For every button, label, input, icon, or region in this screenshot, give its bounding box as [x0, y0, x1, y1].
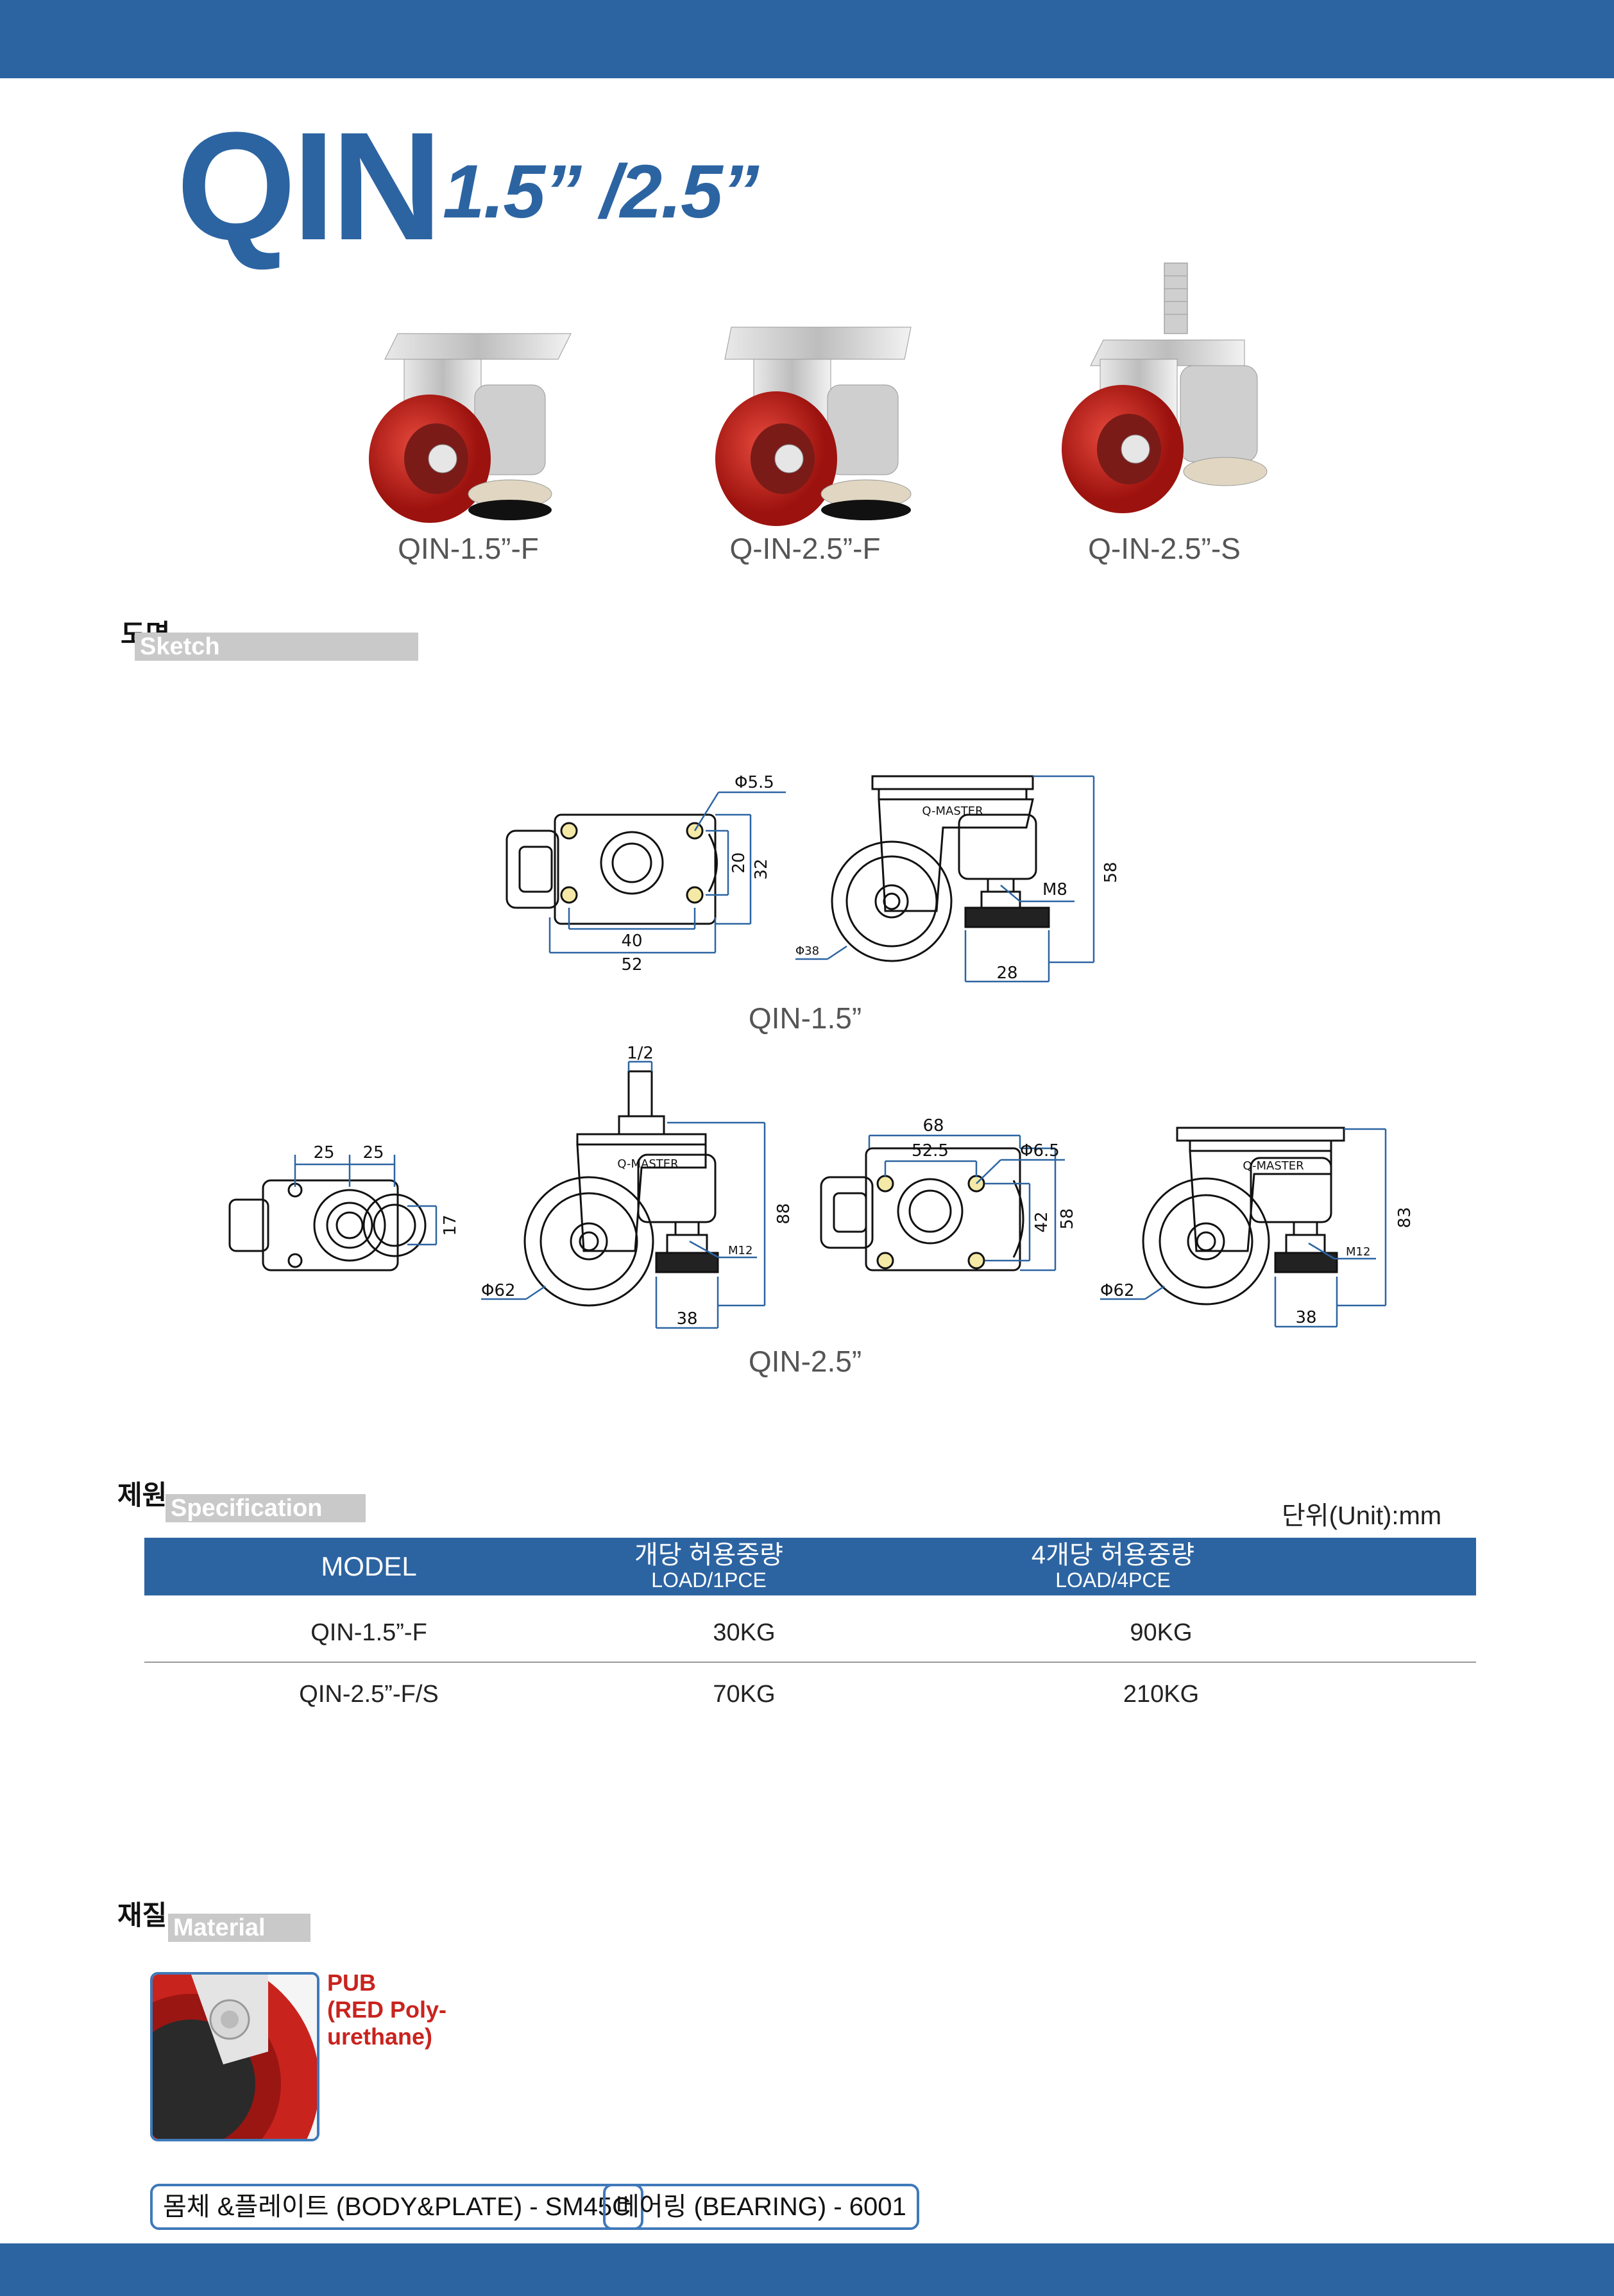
table-cell-model: QIN-2.5”-F/S	[299, 1681, 439, 1708]
dim-height: 58	[1101, 862, 1121, 883]
dim-height: 83	[1395, 1207, 1414, 1228]
side-brand-label: Q-MASTER	[922, 804, 983, 818]
drawing-qin25-stem-top-view: 25 25 17	[228, 1143, 460, 1271]
drawing-qin25-plate-top-view: 68 52.5 Φ6.5 42 58	[820, 1116, 1077, 1271]
dim-height: 88	[774, 1203, 794, 1224]
dim-thread: M8	[1042, 880, 1067, 899]
table-cell-load1: 30KG	[713, 1619, 776, 1646]
drawing-qin15-top-view: 40 52 20 32 Φ5.5	[505, 773, 786, 974]
section-title-en: Specification	[166, 1494, 366, 1522]
dim-wheel: Φ62	[1100, 1281, 1135, 1300]
top-color-band	[0, 0, 1614, 78]
table-cell-load4: 210KG	[1123, 1681, 1200, 1708]
table-cell-load1: 70KG	[713, 1681, 776, 1708]
dim-h: 17	[441, 1214, 460, 1236]
dim-base: 28	[996, 964, 1017, 983]
brand-title: QIN	[176, 100, 443, 272]
dim-thread-top: 1/2	[627, 1046, 654, 1063]
section-title-en: Sketch	[135, 633, 418, 661]
dim-wheel: Φ62	[481, 1281, 516, 1300]
side-brand-label: Q-MASTER	[617, 1157, 678, 1171]
header-load-4pce: 4개당 허용중량 LOAD/4PCE	[1031, 1541, 1195, 1592]
dim-inner-height: 20	[729, 852, 749, 873]
drawing-qin25-plate-side-view: Q-MASTER 83 38 M12 Φ62	[1100, 1127, 1414, 1328]
dim-outer-width: 68	[922, 1116, 944, 1135]
dim-b: 25	[362, 1143, 384, 1162]
bottom-color-band	[0, 2243, 1614, 2296]
dim-base: 38	[1295, 1308, 1316, 1327]
dim-thread: M12	[1346, 1245, 1370, 1259]
dim-hole: Φ6.5	[1020, 1141, 1060, 1161]
table-row-divider	[144, 1662, 1476, 1663]
spec-table-header: MODEL 개당 허용중량 LOAD/1PCE 4개당 허용중량 LOAD/4P…	[144, 1538, 1476, 1595]
size-title: 1.5” /2.5”	[443, 149, 760, 234]
section-title-ko: 제원	[117, 1480, 167, 1510]
dim-a: 25	[313, 1143, 334, 1162]
sketch-caption: QIN-2.5”	[748, 1345, 862, 1378]
material-body-badge: 몸체 &플레이트 (BODY&PLATE) - SM45C	[150, 2184, 644, 2230]
dim-wheel: Φ38	[795, 944, 819, 958]
table-cell-load4: 90KG	[1130, 1619, 1193, 1646]
dim-inner-width: 40	[621, 931, 642, 951]
product-caption: QIN-1.5”-F	[398, 532, 539, 565]
dim-hole: Φ5.5	[735, 773, 774, 792]
header-load-1pce: 개당 허용중량 LOAD/1PCE	[634, 1541, 783, 1592]
product-caption: Q-IN-2.5”-S	[1088, 532, 1241, 565]
table-cell-model: QIN-1.5”-F	[310, 1619, 427, 1646]
dim-base: 38	[676, 1309, 697, 1329]
side-brand-label: Q-MASTER	[1243, 1159, 1304, 1173]
unit-label: 단위(Unit):mm	[1282, 1502, 1442, 1530]
product-photo-qin-25-s	[1062, 262, 1268, 513]
section-title-en: Material	[168, 1914, 310, 1942]
header-model: MODEL	[321, 1551, 417, 1581]
dim-outer-width: 52	[621, 955, 642, 974]
dim-inner-height: 42	[1032, 1211, 1051, 1232]
dim-outer-height: 32	[752, 858, 771, 880]
dim-outer-height: 58	[1058, 1208, 1077, 1229]
dim-thread: M12	[728, 1244, 752, 1257]
drawing-qin15-side-view: Q-MASTER 58 28 M8 Φ38	[795, 775, 1121, 983]
material-wheel-photo	[150, 1972, 319, 2141]
product-photo-qin-15-f	[369, 333, 572, 523]
sketch-caption: QIN-1.5”	[748, 1001, 862, 1035]
dim-inner-width: 52.5	[912, 1141, 949, 1161]
drawing-qin25-stem-side-view: Q-MASTER 1/2 88 38 M12 Φ62	[481, 1046, 794, 1329]
product-photo-qin-25-f	[715, 327, 912, 526]
material-bearing-badge: 베어링 (BEARING) - 6001	[603, 2184, 919, 2230]
material-wheel-label: PUB (RED Poly- urethane)	[327, 1969, 447, 2050]
product-caption: Q-IN-2.5”-F	[729, 532, 881, 565]
section-title-ko: 재질	[117, 1900, 167, 1930]
